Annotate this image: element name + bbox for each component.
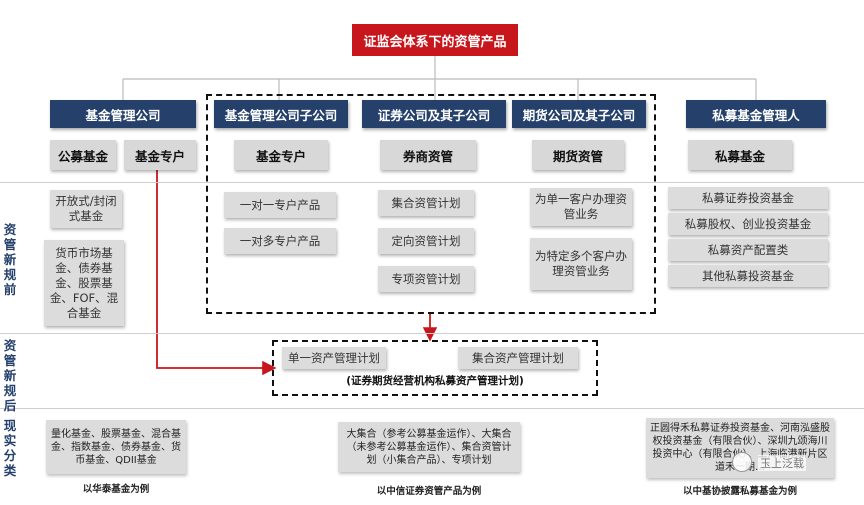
header-fund-company: 基金管理公司 [50, 100, 196, 128]
example-huatai-caption: 以华泰基金为例 [82, 484, 150, 495]
post-regulation-box [272, 340, 598, 396]
diagram-title: 证监会体系下的资管产品 [352, 24, 518, 56]
sub-subsidiary-account: 基金专户 [234, 140, 328, 170]
product-targeted-plan: 定向资管计划 [378, 228, 474, 254]
sub-broker-am: 券商资管 [380, 140, 476, 170]
sub-private-fund: 私募基金 [688, 140, 792, 170]
product-open-closed-fund: 开放式/封闭式基金 [50, 190, 122, 228]
product-multi-client: 为特定多个客户办理资管业务 [530, 238, 632, 290]
watermark-text: 玉上泛载 [758, 455, 806, 471]
product-special-plan: 专项资管计划 [378, 266, 474, 292]
example-huatai: 量化基金、股票基金、混合基金、指数基金、债券基金、货币基金、QDII基金 [46, 420, 186, 474]
product-private-allocation: 私募资产配置类 [668, 239, 828, 261]
product-collective-am-plan: 集合资产管理计划 [458, 347, 578, 369]
sub-futures-am: 期货资管 [532, 140, 624, 170]
product-fund-types: 货币市场基金、债券基金、股票基金、FOF、混合基金 [44, 240, 124, 326]
sub-fund-account: 基金专户 [124, 140, 196, 170]
product-single-client: 为单一客户办理资管业务 [530, 188, 632, 226]
divider-1 [0, 182, 864, 183]
header-futures: 期货公司及其子公司 [512, 100, 646, 128]
product-private-equity: 私募股权、创业投资基金 [668, 213, 828, 235]
intermediary-group-box [206, 94, 656, 314]
divider-3 [0, 408, 864, 409]
header-fund-subsidiary: 基金管理公司子公司 [214, 100, 348, 128]
post-regulation-caption: (证券期货经营机构私募资产管理计划) [346, 375, 524, 387]
row-label-reality: 现实分类 [3, 418, 17, 478]
product-one-to-many: 一对多专户产品 [224, 228, 336, 254]
product-private-securities: 私募证券投资基金 [668, 187, 828, 209]
header-private: 私募基金管理人 [686, 100, 826, 128]
row-label-after: 资管新规后 [3, 338, 17, 413]
product-single-am-plan: 单一资产管理计划 [282, 347, 386, 369]
row-label-before: 资管新规前 [3, 222, 17, 297]
example-citic-caption: 以中信证券资管产品为例 [376, 486, 482, 497]
example-citic: 大集合（参考公募基金运作）、大集合（未参考公募基金运作）、集合资管计划（小集合产… [338, 422, 520, 472]
example-amac-caption: 以中基协披露私募基金为例 [682, 486, 797, 497]
divider-2 [0, 333, 864, 334]
product-one-to-one: 一对一专户产品 [224, 192, 336, 218]
product-other-private: 其他私募投资基金 [668, 265, 828, 287]
product-collective-plan: 集合资管计划 [378, 190, 474, 216]
sub-public-fund: 公募基金 [50, 140, 116, 170]
header-securities: 证券公司及其子公司 [362, 100, 506, 128]
red-arrow-fund-account [156, 168, 277, 376]
watermark-logo-icon [732, 452, 752, 472]
